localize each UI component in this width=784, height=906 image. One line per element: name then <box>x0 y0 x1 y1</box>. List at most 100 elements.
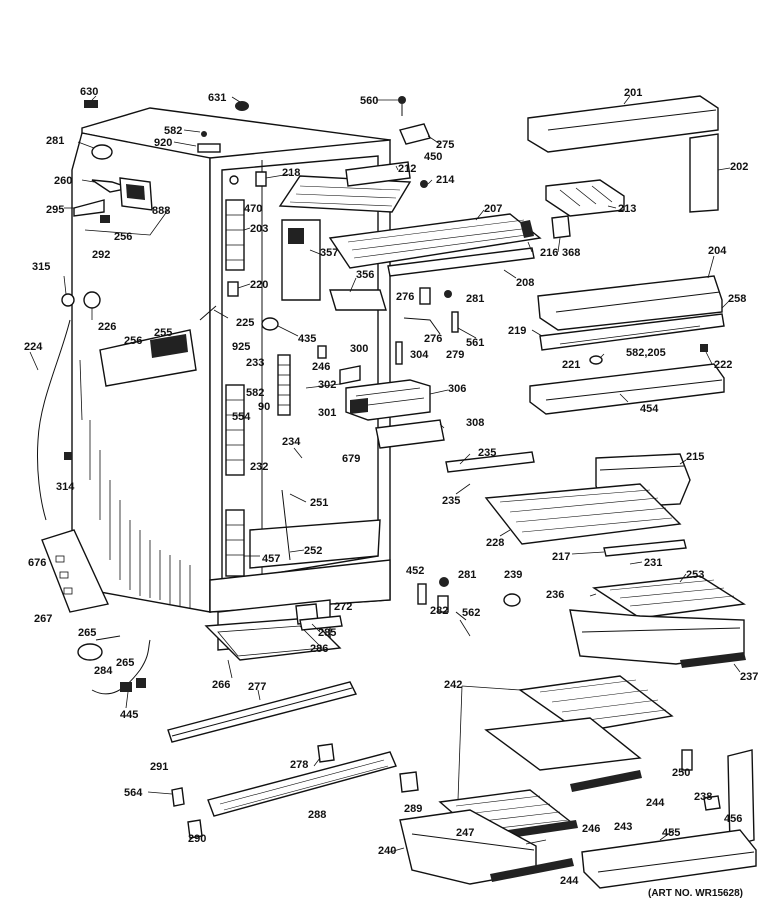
part-925: 925 <box>232 341 250 353</box>
part-219: 219 <box>508 325 526 337</box>
part-90: 90 <box>258 401 270 413</box>
art-number: (ART NO. WR15628) <box>648 888 744 899</box>
part-232: 232 <box>250 461 268 473</box>
top-right-parts <box>197 95 725 449</box>
part-203: 203 <box>250 223 268 235</box>
part-561: 561 <box>466 337 484 349</box>
part-582c: 582 <box>246 387 264 399</box>
part-234: 234 <box>282 436 301 448</box>
part-238: 238 <box>694 791 712 803</box>
part-252: 252 <box>304 545 322 557</box>
part-224: 224 <box>24 341 43 353</box>
part-285: 285 <box>318 627 336 639</box>
part-233: 233 <box>246 357 264 369</box>
part-306: 306 <box>448 383 466 395</box>
part-267: 267 <box>34 613 52 625</box>
part-255: 255 <box>154 327 172 339</box>
part-222: 222 <box>714 359 732 371</box>
part-260: 260 <box>54 175 72 187</box>
part-201: 201 <box>624 87 642 99</box>
part-456: 456 <box>724 813 742 825</box>
part-631: 631 <box>208 92 226 104</box>
part-292: 292 <box>92 249 110 261</box>
part-308: 308 <box>466 417 484 429</box>
cabinet <box>71 107 412 651</box>
part-258: 258 <box>728 293 746 305</box>
lower-parts <box>167 603 757 889</box>
part-315: 315 <box>32 261 50 273</box>
part-356: 356 <box>356 269 374 281</box>
part-240: 240 <box>378 845 396 857</box>
part-888: 888 <box>152 205 170 217</box>
part-246b: 246 <box>582 823 600 835</box>
part-226: 226 <box>98 321 116 333</box>
part-281: 281 <box>46 135 64 147</box>
part-220: 220 <box>250 279 268 291</box>
part-215: 215 <box>686 451 704 463</box>
part-235b: 235 <box>442 495 460 507</box>
part-450: 450 <box>424 151 442 163</box>
part-276b: 276 <box>424 333 442 345</box>
part-204: 204 <box>708 245 727 257</box>
part-250: 250 <box>672 767 690 779</box>
part-582: 582 <box>164 125 182 137</box>
part-247: 247 <box>456 827 474 839</box>
part-265a: 265 <box>78 627 96 639</box>
part-218: 218 <box>282 167 300 179</box>
part-564: 564 <box>124 787 143 799</box>
part-235a: 235 <box>478 447 496 459</box>
part-276a: 276 <box>396 291 414 303</box>
part-256a: 256 <box>114 231 132 243</box>
part-368: 368 <box>562 247 580 259</box>
part-302: 302 <box>318 379 336 391</box>
part-301: 301 <box>318 407 336 419</box>
part-244a: 244 <box>646 797 665 809</box>
part-357: 357 <box>320 247 338 259</box>
fresh-food-parts <box>417 451 746 668</box>
left-parts <box>36 100 197 695</box>
part-labels: 630 631 560 201 582 281 920 275 450 218 … <box>24 86 758 887</box>
part-290: 290 <box>188 833 206 845</box>
part-253: 253 <box>686 569 704 581</box>
part-679: 679 <box>342 453 360 465</box>
part-281b: 281 <box>466 293 484 305</box>
part-454: 454 <box>640 403 659 415</box>
part-920: 920 <box>154 137 172 149</box>
part-286: 286 <box>310 643 328 655</box>
part-676: 676 <box>28 557 46 569</box>
part-277: 277 <box>248 681 266 693</box>
part-289: 289 <box>404 803 422 815</box>
part-470: 470 <box>244 203 262 215</box>
part-291: 291 <box>150 761 168 773</box>
part-275: 275 <box>436 139 454 151</box>
part-221: 221 <box>562 359 580 371</box>
part-228: 228 <box>486 537 504 549</box>
part-304: 304 <box>410 349 429 361</box>
part-243: 243 <box>614 821 632 833</box>
leader-lines <box>29 95 741 853</box>
part-272: 272 <box>334 601 352 613</box>
part-236: 236 <box>546 589 564 601</box>
part-630: 630 <box>80 86 98 98</box>
part-239: 239 <box>504 569 522 581</box>
part-237: 237 <box>740 671 758 683</box>
part-554: 554 <box>232 411 251 423</box>
part-457: 457 <box>262 553 280 565</box>
part-562: 562 <box>462 607 480 619</box>
part-288: 288 <box>308 809 326 821</box>
part-560: 560 <box>360 95 378 107</box>
part-214: 214 <box>436 174 455 186</box>
part-300: 300 <box>350 343 368 355</box>
part-445: 445 <box>120 709 138 721</box>
part-265b: 265 <box>116 657 134 669</box>
part-295: 295 <box>46 204 64 216</box>
part-246: 246 <box>312 361 330 373</box>
part-582-205: 582,205 <box>626 347 666 359</box>
part-242a: 242 <box>444 679 462 691</box>
part-244b: 244 <box>560 875 579 887</box>
part-314: 314 <box>56 481 75 493</box>
part-452: 452 <box>406 565 424 577</box>
part-217: 217 <box>552 551 570 563</box>
part-435: 435 <box>298 333 316 345</box>
